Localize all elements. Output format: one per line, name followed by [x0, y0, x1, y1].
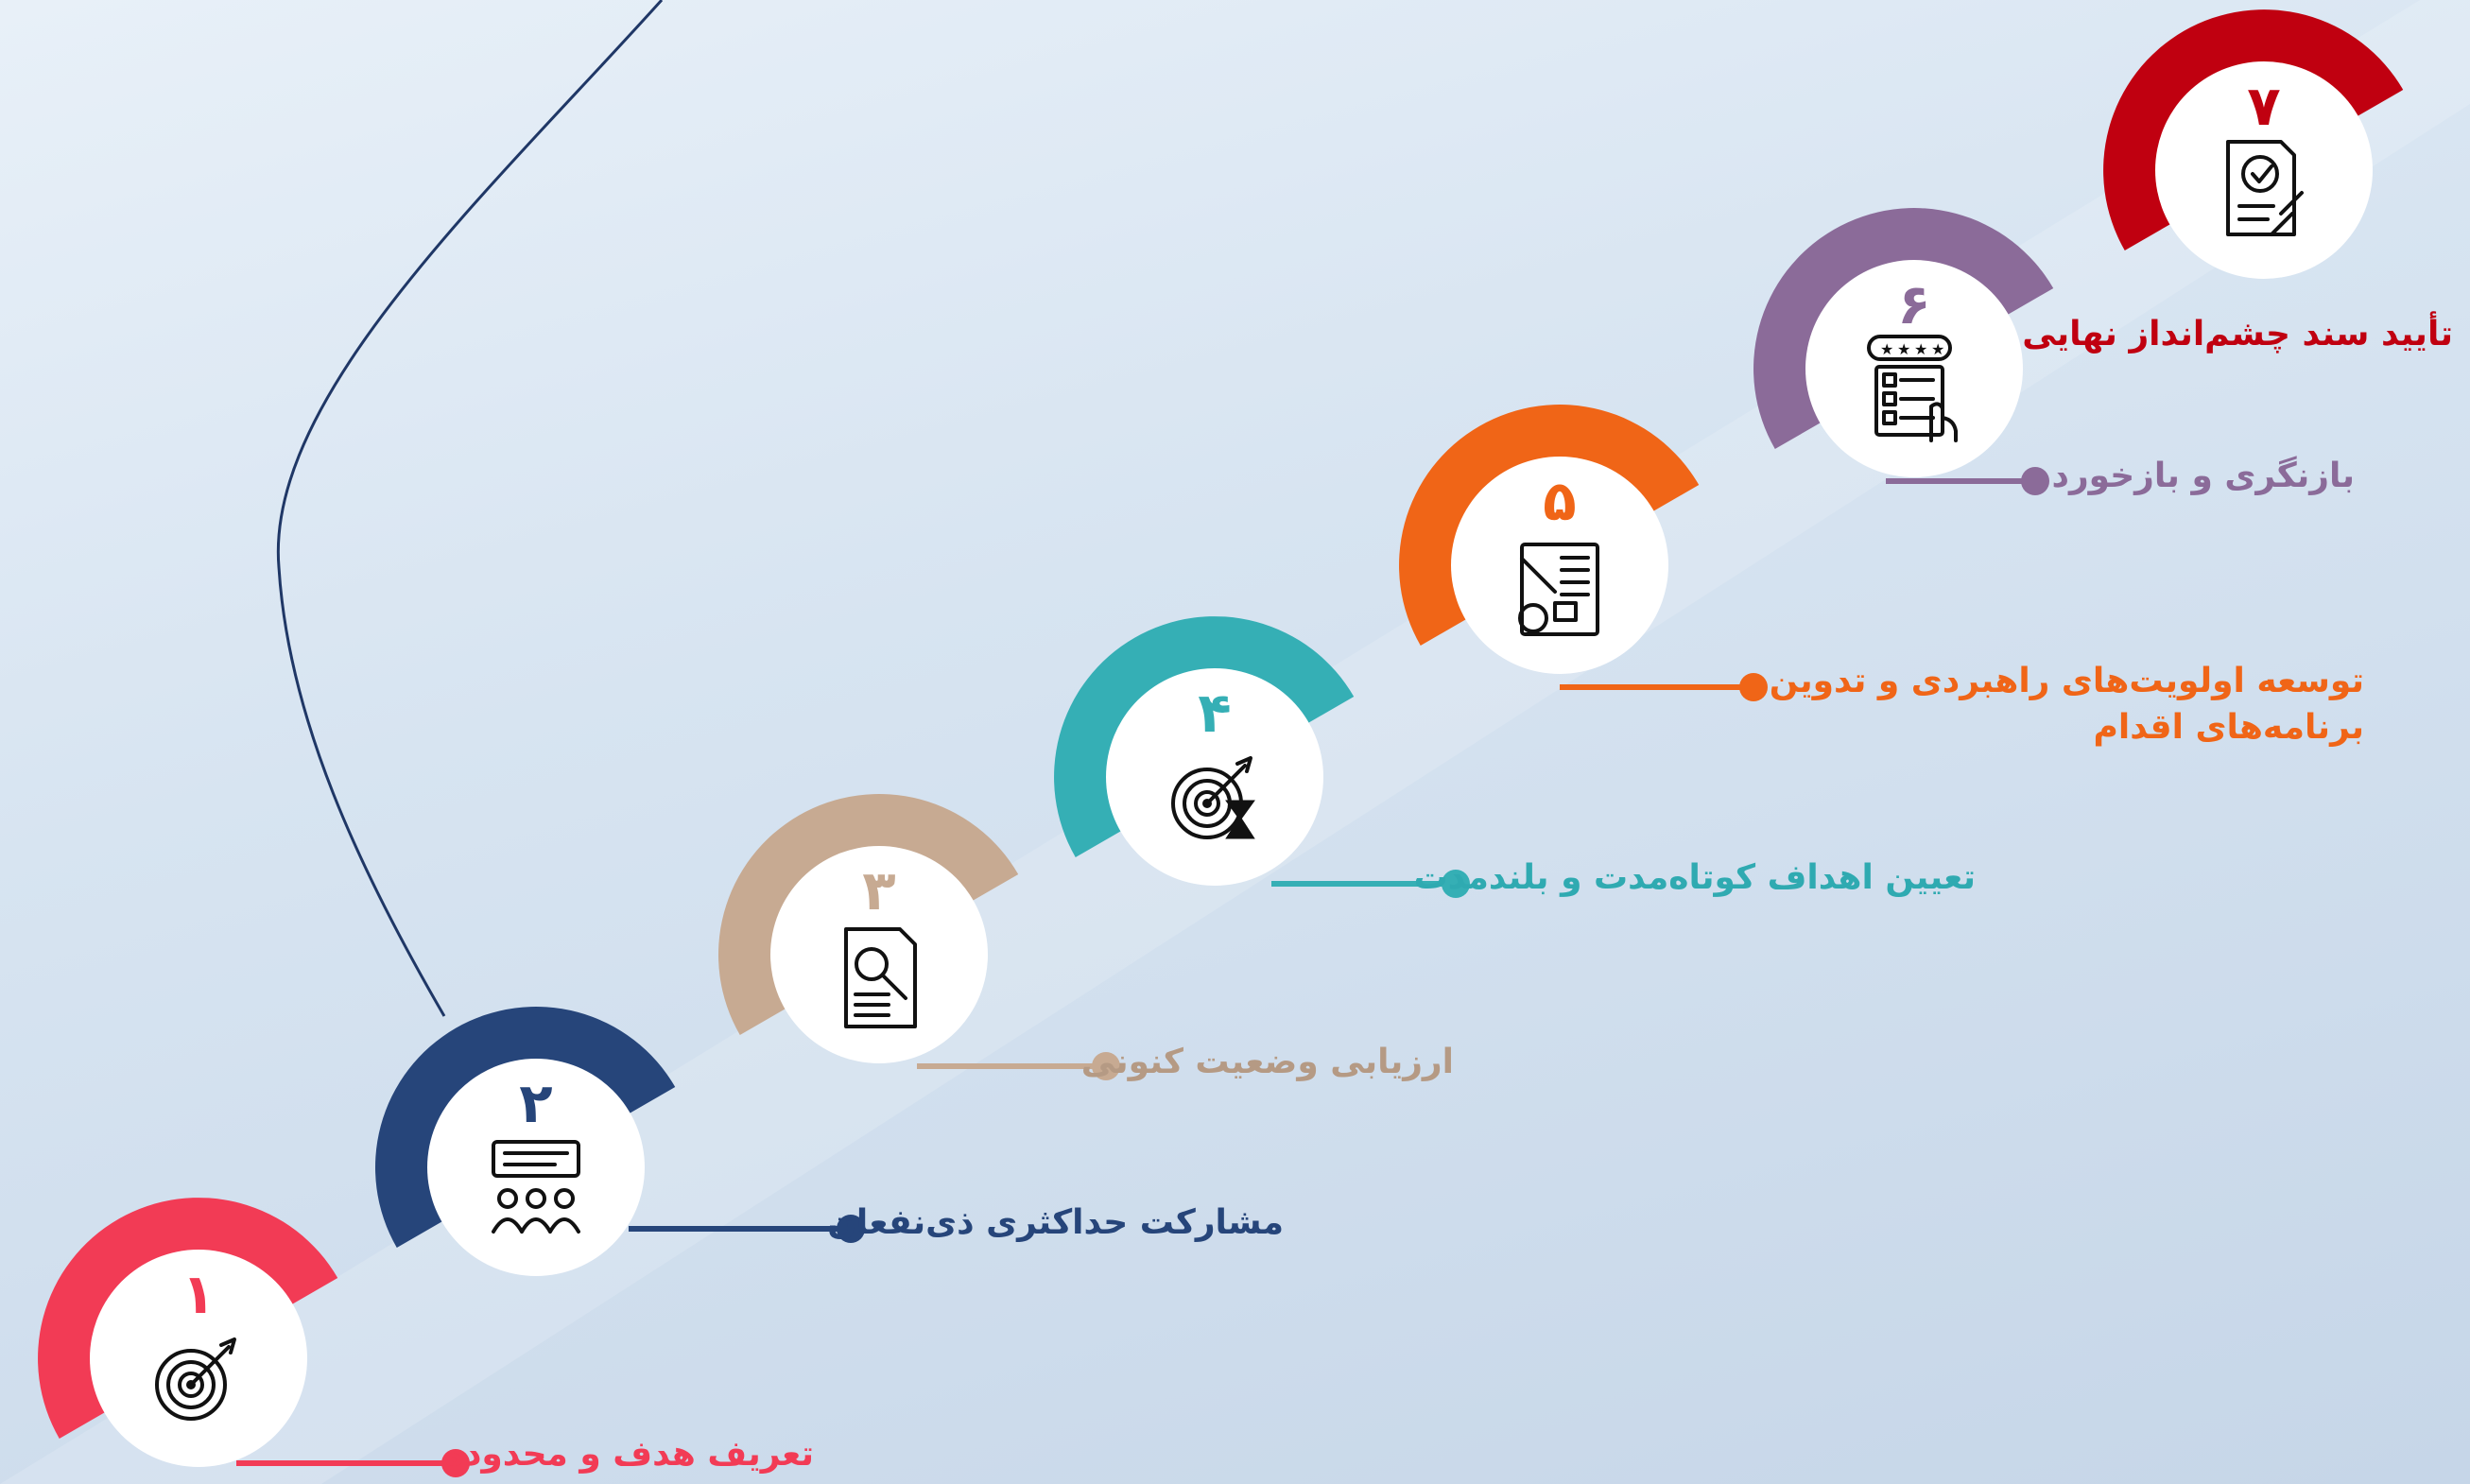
- svg-text:★: ★: [1897, 340, 1910, 358]
- step-2: ۲: [375, 1007, 865, 1276]
- step-label-4: تعیین اهداف کوتاه‌مدت و بلندمدت: [1413, 858, 1976, 897]
- step-number: ۶: [1897, 272, 1930, 336]
- svg-text:★: ★: [1880, 340, 1893, 358]
- target-hourglass-icon: [1171, 756, 1255, 839]
- step-number: ۱: [181, 1262, 215, 1326]
- step-label-5: توسعه اولویت‌های راهبردی و تدوین برنامه‌…: [1769, 662, 2364, 747]
- svg-text:★: ★: [1914, 340, 1927, 358]
- step-label-7: تأیید سند چشم‌انداز نهایی: [2022, 315, 2453, 354]
- connector-dot: [837, 1215, 865, 1243]
- step-arc: [38, 1198, 338, 1439]
- step-disc: [2155, 61, 2373, 279]
- step-number: ۵: [1543, 469, 1576, 533]
- step-arc: [2103, 9, 2404, 250]
- step-arc: [375, 1007, 676, 1248]
- connector-dot: [2021, 467, 2049, 495]
- planning-blueprint-icon: [1518, 543, 1599, 636]
- svg-text:★: ★: [1931, 340, 1944, 358]
- connector-dot: [1739, 673, 1768, 701]
- step-label-3: ارزیابی وضعیت کنونی: [1080, 1043, 1454, 1081]
- step-4: ۴: [1054, 616, 1470, 898]
- step-1: ۱: [38, 1198, 470, 1477]
- document-magnifier-icon: [844, 927, 917, 1028]
- step-disc: [1106, 668, 1323, 886]
- step-disc: [770, 846, 988, 1063]
- approved-document-icon: [2226, 140, 2304, 236]
- step-number: ۴: [1198, 681, 1231, 745]
- step-number: ۷: [2247, 74, 2280, 138]
- step-arc: [1753, 208, 2054, 449]
- step-label-1: تعریف هدف و محدوده: [443, 1435, 814, 1474]
- step-arc: [1054, 616, 1355, 857]
- step-disc: [90, 1250, 307, 1467]
- connector-dot: [1092, 1052, 1120, 1080]
- stakeholder-group-icon: [492, 1140, 580, 1234]
- step-5: ۵: [1399, 405, 1768, 701]
- step-arc: [1399, 405, 1700, 646]
- step-arc: [718, 793, 1019, 1035]
- step-number: ۲: [519, 1071, 552, 1135]
- step-7: ۷: [2103, 9, 2404, 279]
- decorative-curve: [276, 0, 664, 1017]
- step-label-2: مشارکت حداکثری ذی‌نفعان: [827, 1203, 1284, 1242]
- step-disc: [1451, 457, 1668, 674]
- rating-checklist-icon: ★★★★: [1867, 335, 1958, 442]
- step-disc: [427, 1059, 645, 1276]
- step-3: ۳: [718, 793, 1120, 1080]
- connector-dot: [441, 1449, 470, 1477]
- target-arrow-icon: [155, 1337, 236, 1421]
- step-number: ۳: [862, 858, 895, 923]
- step-label-6: بازنگری و بازخورد: [2051, 457, 2355, 495]
- connector-dot: [1442, 870, 1470, 898]
- step-6: ۶★★★★: [1753, 208, 2054, 495]
